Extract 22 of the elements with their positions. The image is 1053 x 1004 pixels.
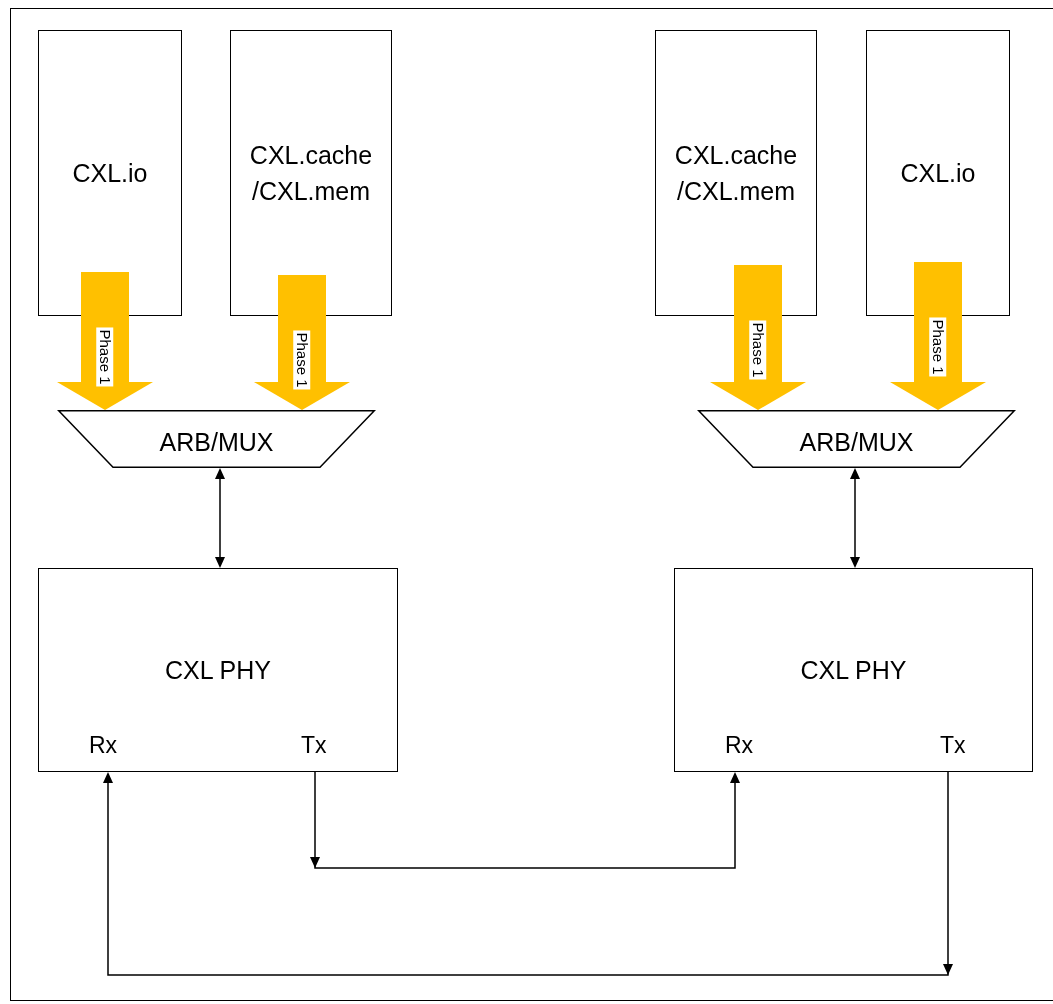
- layer-box: [655, 30, 817, 316]
- layer-label: CXL.cache /CXL.mem: [248, 139, 374, 207]
- port-label: Tx: [940, 732, 966, 759]
- phy-block: [38, 568, 398, 772]
- layer-box: [230, 30, 392, 316]
- edge-label: Phase 1: [929, 317, 947, 377]
- edge-label: Phase 1: [749, 320, 767, 380]
- layer-box: [866, 30, 1010, 316]
- phy-block: [674, 568, 1033, 772]
- port-label: Rx: [89, 732, 118, 759]
- block-label: CXL PHY: [164, 654, 272, 686]
- layer-label: CXL.io: [72, 157, 148, 189]
- layer-label: CXL.cache /CXL.mem: [673, 139, 799, 207]
- edge-label: Phase 1: [96, 327, 114, 387]
- block-label: CXL PHY: [800, 654, 907, 686]
- block-label: ARB/MUX: [799, 426, 914, 458]
- layer-box: [38, 30, 182, 316]
- edge-label: Phase 1: [293, 330, 311, 390]
- block-label: ARB/MUX: [159, 426, 274, 458]
- port-label: Tx: [301, 732, 327, 759]
- port-label: Rx: [725, 732, 754, 759]
- layer-label: CXL.io: [900, 157, 976, 189]
